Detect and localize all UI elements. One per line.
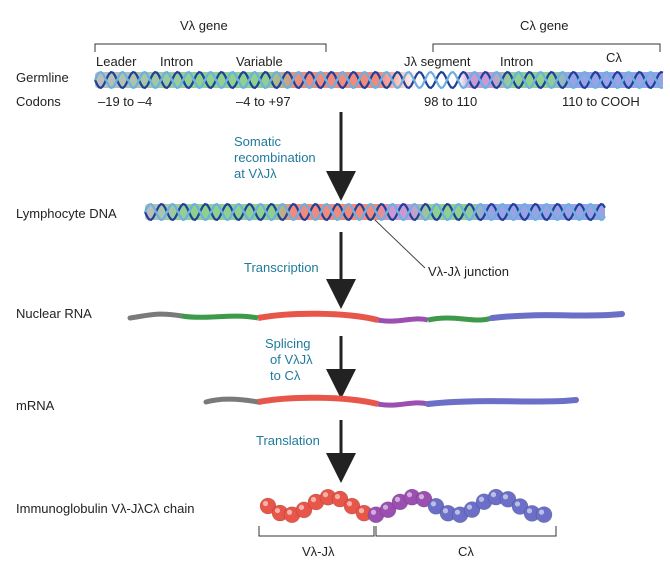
germline-dna-helix (94, 70, 664, 90)
v-gene-label: Vλ gene (180, 18, 228, 33)
bead-highlight (514, 501, 521, 507)
splicing-step-line3: to Cλ (270, 368, 301, 383)
vj-bracket (258, 526, 375, 537)
immunoglobulin-chain (259, 488, 553, 524)
codons-label: Codons (16, 94, 61, 109)
c-lambda-label: Cλ (606, 50, 622, 65)
mrna-strand (203, 394, 579, 408)
lymphocyte-dna-helix (144, 202, 606, 222)
bead-highlight (358, 508, 365, 514)
bead-highlight (262, 500, 269, 507)
bead-highlight (418, 494, 425, 500)
codon-range: 98 to 110 (424, 94, 477, 109)
bead-highlight (298, 504, 305, 510)
bead-highlight (466, 504, 473, 510)
intron-label-1: Intron (160, 54, 193, 69)
codon-range: 110 to COOH (562, 94, 640, 109)
j-segment-label: Jλ segment (404, 54, 471, 69)
c-gene-label: Cλ gene (520, 18, 568, 33)
transcription-step: Transcription (244, 260, 319, 275)
bead-highlight (442, 508, 449, 514)
bead-highlight (346, 501, 353, 507)
bead-highlight (538, 509, 545, 515)
leader-label: Leader (96, 54, 137, 69)
splicing-step-line1: Splicing (265, 336, 311, 351)
germline-label: Germline (16, 70, 69, 85)
somatic-step-line2: recombination (234, 150, 316, 165)
bead-highlight (370, 509, 377, 515)
codon-range: –19 to –4 (98, 94, 152, 109)
amino-acid-bead (535, 506, 553, 523)
bead-highlight (406, 492, 413, 498)
bead-highlight (490, 492, 497, 498)
lymphocyte-dna-label: Lymphocyte DNA (16, 206, 117, 221)
translation-step: Translation (256, 433, 320, 448)
bead-highlight (286, 509, 293, 515)
bead-highlight (526, 508, 533, 514)
bead-highlight (430, 501, 437, 507)
c-bottom-label: Cλ (458, 544, 474, 559)
chain-label: Immunoglobulin Vλ-JλCλ chain (16, 501, 194, 516)
bead-highlight (478, 496, 485, 502)
bead-highlight (322, 492, 329, 498)
v-gene-bracket (94, 43, 327, 52)
bead-highlight (454, 509, 461, 515)
c-bracket (375, 526, 557, 537)
nuclear-rna-label: Nuclear RNA (16, 306, 92, 321)
splicing-step-line2: of VλJλ (270, 352, 313, 367)
codon-range: –4 to +97 (236, 94, 291, 109)
c-gene-bracket (432, 43, 661, 52)
somatic-step-line3: at VλJλ (234, 166, 277, 181)
junction-label: Vλ-Jλ junction (428, 264, 509, 279)
bead-highlight (502, 494, 509, 500)
intron-label-2: Intron (500, 54, 533, 69)
somatic-step-line1: Somatic (234, 134, 281, 149)
bead-highlight (394, 496, 401, 502)
bead-highlight (274, 507, 281, 514)
bead-highlight (334, 493, 341, 500)
nuclear-rna-strand (127, 310, 625, 324)
vj-bottom-label: Vλ-Jλ (302, 544, 335, 559)
variable-label: Variable (236, 54, 283, 69)
mrna-label: mRNA (16, 398, 55, 413)
bead-highlight (310, 496, 317, 503)
junction-pointer (374, 219, 426, 269)
bead-highlight (382, 504, 389, 510)
